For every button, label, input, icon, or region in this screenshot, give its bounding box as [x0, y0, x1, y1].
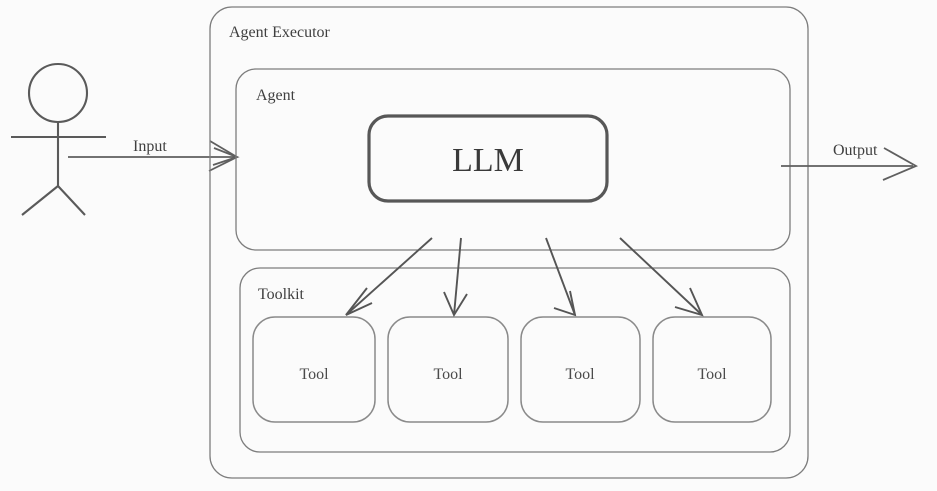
tool-node-1: Tool — [252, 316, 376, 423]
tool-rect-3 — [520, 316, 641, 423]
toolkit-rect — [239, 267, 791, 453]
actor-right-leg-line — [57, 185, 86, 216]
toolkit-label: Toolkit — [258, 286, 305, 303]
agent-to-tool-edge-1 — [345, 237, 433, 316]
agent-to-tool-arrowhead-3 — [553, 290, 577, 317]
output-arrow-head-icon — [882, 147, 919, 181]
actor-stick-figure — [11, 62, 106, 216]
agent-executor-rect — [209, 6, 809, 479]
agent-container: Agent — [235, 68, 791, 251]
agent-executor-container: Agent Executor — [209, 6, 809, 479]
llm-label: LLM — [452, 142, 524, 179]
agent-to-tool-arrowhead-4 — [674, 287, 704, 317]
tool-rect-4 — [652, 316, 772, 423]
output-edge-label: Output — [833, 142, 878, 159]
agent-rect — [235, 68, 791, 251]
tool-node-4: Tool — [652, 316, 772, 423]
tool-rect-1 — [252, 316, 376, 423]
agent-to-tool-line-2 — [453, 237, 462, 316]
agent-executor-label: Agent Executor — [229, 24, 331, 41]
agent-to-tool-line-3 — [545, 237, 576, 316]
agent-to-tool-edge-2 — [443, 237, 468, 318]
tool-rect-2 — [387, 316, 509, 423]
toolkit-container: Toolkit — [239, 267, 791, 453]
input-edge: Input — [68, 138, 240, 172]
agent-to-tool-arrowhead-1 — [345, 287, 373, 316]
agent-to-tool-edge-4 — [619, 237, 704, 317]
agent-to-tool-line-1 — [345, 237, 433, 316]
tool-node-2: Tool — [387, 316, 509, 423]
output-edge: Output — [781, 142, 919, 181]
actor-head-icon — [27, 62, 89, 124]
llm-node: LLM — [367, 114, 609, 203]
agent-label: Agent — [256, 87, 296, 104]
tool-label-4: Tool — [697, 366, 727, 383]
agent-to-tool-arrowhead-2 — [443, 291, 468, 318]
tool-label-1: Tool — [299, 366, 329, 383]
actor-left-leg-line — [21, 185, 59, 216]
tool-label-2: Tool — [433, 366, 463, 383]
tool-label-3: Tool — [565, 366, 595, 383]
input-arrow-head-inner-icon — [212, 147, 240, 166]
tool-node-3: Tool — [520, 316, 641, 423]
agent-to-tool-edge-3 — [545, 237, 577, 317]
llm-rect — [367, 114, 609, 203]
agent-to-tool-line-4 — [619, 237, 703, 316]
input-edge-label: Input — [133, 138, 167, 155]
